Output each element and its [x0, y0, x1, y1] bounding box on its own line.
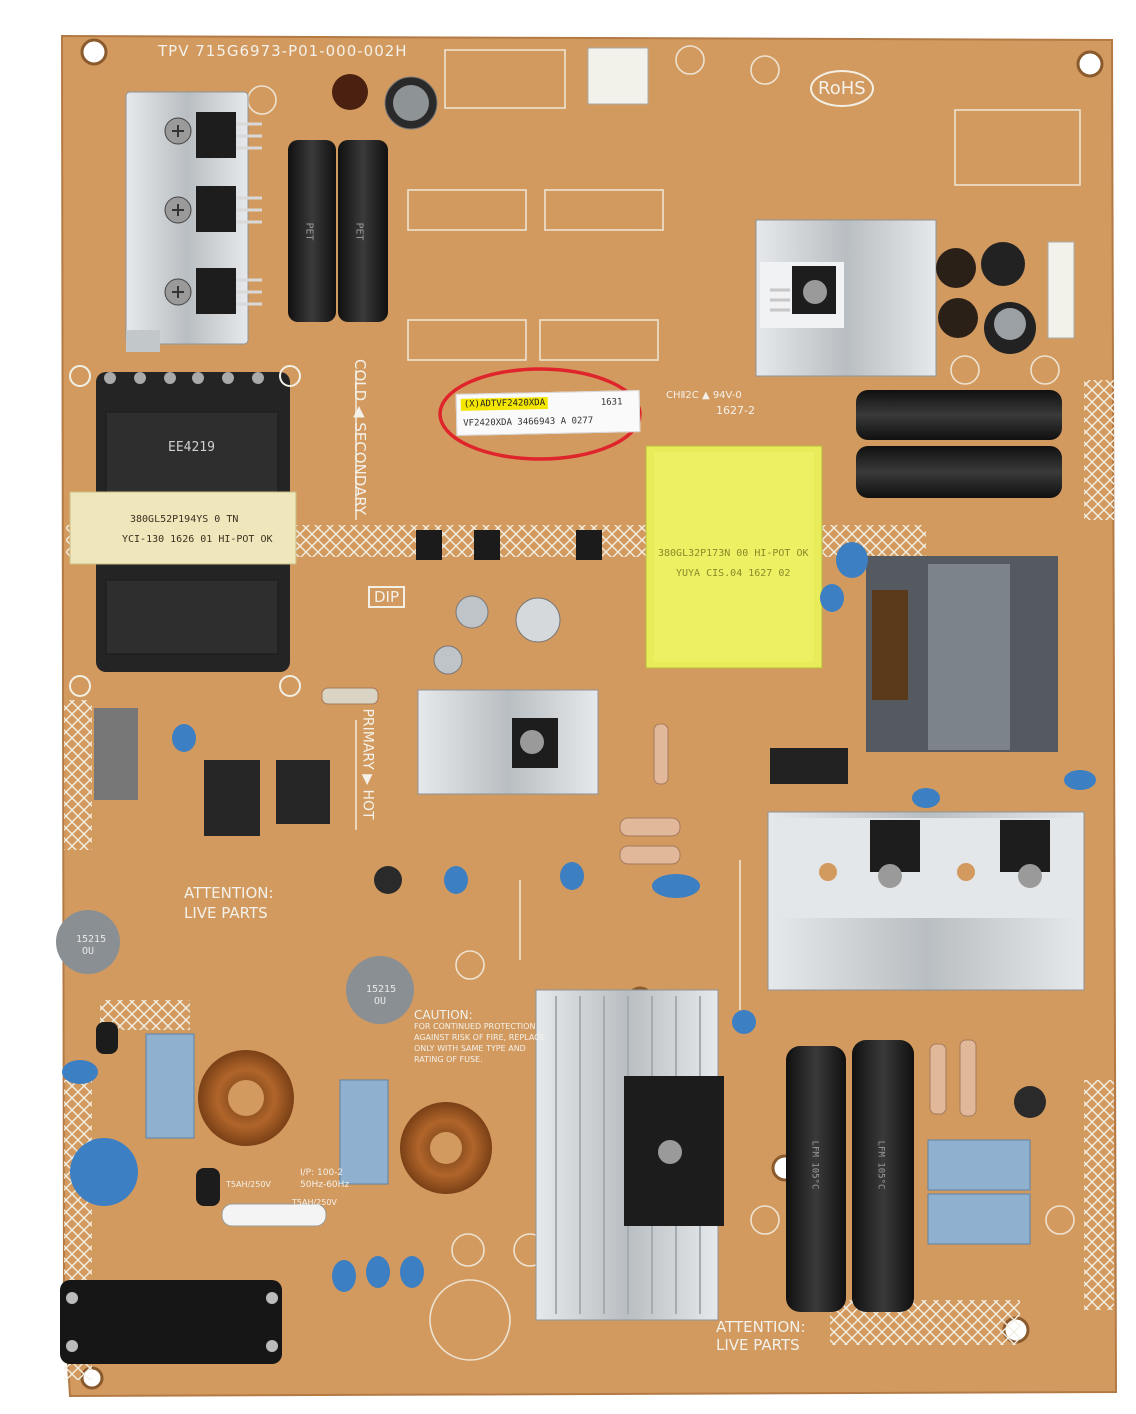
rohs-mark: RoHS — [810, 70, 874, 107]
x-capacitors — [145, 1033, 1031, 1245]
attention-top-line1: ATTENTION: — [184, 884, 274, 902]
varistor1-bottom: OU — [82, 946, 95, 957]
attention-bottom-line1: ATTENTION: — [716, 1318, 806, 1336]
input-rating-2: 50Hz-60Hz — [300, 1180, 350, 1190]
heatsink-top-left — [125, 91, 262, 352]
optocouplers — [416, 530, 602, 560]
bulk-capacitors — [786, 1040, 914, 1312]
small-caps-center — [374, 595, 1046, 1118]
primary-hot-label: PRIMARY ▶ HOT — [359, 708, 376, 820]
sticker-highlight-code: (X)ADTVF2420XDA — [460, 396, 549, 411]
caution-line-2: AGAINST RISK OF FIRE, REPLACE — [414, 1033, 545, 1042]
varistors — [56, 910, 414, 1024]
ceramic-capacitors — [62, 542, 1096, 1292]
caution-title: CAUTION: — [414, 1008, 473, 1022]
transformer-left — [69, 365, 301, 697]
fuse-rating-1: T5AH/250V — [226, 1180, 271, 1189]
electrolytic-caps-top-right — [936, 242, 1036, 354]
part-number-silk: TPV 715G6973-P01-000-002H — [158, 42, 408, 60]
inductor-small — [96, 1022, 220, 1206]
bulk-cap-marking-2: LFM 105°C — [875, 1140, 886, 1190]
cold-secondary-label: COLD ◀ SECONDARY — [350, 359, 369, 515]
transistors-left — [94, 708, 330, 836]
ul-mark: CHⅡ2C ▲ 94V-0 — [666, 390, 742, 401]
varistor1-top: 15215 — [76, 934, 107, 945]
main-transformer-line1: 380GL32P173N 00 HI-POT OK — [658, 548, 809, 559]
main-transformer-line2: YUYA CIS.04 1627 02 — [676, 568, 791, 579]
caution-line-1: FOR CONTINUED PROTECTION — [414, 1022, 536, 1031]
sticker-code: 1631 — [600, 397, 623, 408]
input-rating-1: I/P: 100-2 — [300, 1168, 344, 1178]
sticker-serial: VF2420XDA 3466943 A 0277 — [463, 416, 594, 429]
transformer-main — [645, 445, 823, 669]
transformer-right — [866, 556, 1058, 752]
attention-bottom-line2: LIVE PARTS — [716, 1336, 800, 1354]
dip-arrow-label: DIP — [368, 586, 406, 608]
common-mode-chokes — [198, 1050, 492, 1194]
heatsink-top-right — [755, 219, 937, 377]
electrolytic-caps-top — [288, 74, 438, 322]
resistors — [321, 687, 977, 1117]
connectors-top — [587, 47, 1075, 339]
caution-line-4: RATING OF FUSE. — [414, 1055, 483, 1064]
heatsink-center — [417, 689, 599, 795]
cap-marking-2: PET — [353, 222, 365, 241]
caution-line-3: ONLY WITH SAME TYPE AND — [414, 1044, 526, 1053]
fuse-rating-2: T5AH/250V — [292, 1198, 337, 1207]
left-transformer-core: EE4219 — [168, 440, 215, 455]
bridge-rectifier — [770, 748, 848, 784]
varistor2-top: 15215 — [366, 984, 397, 995]
fuse-and-ac-inlet — [60, 1203, 327, 1364]
attention-top-line2: LIVE PARTS — [184, 904, 268, 922]
date-code: 1627-2 — [716, 404, 755, 417]
left-transformer-line1: 380GL52P194YS 0 TN — [130, 514, 239, 525]
cap-marking-1: PET — [303, 222, 315, 241]
heatsink-bottom-right — [767, 811, 1085, 991]
electrolytic-caps-horizontal — [856, 390, 1062, 498]
serial-sticker: (X)ADTVF2420XDA 1631 VF2420XDA 3466943 A… — [455, 390, 641, 436]
left-transformer-line2: YCI-130 1626 01 HI-POT OK — [122, 534, 273, 545]
bulk-cap-marking-1: LFM 105°C — [809, 1140, 820, 1190]
varistor2-bottom: OU — [374, 996, 387, 1007]
heatsink-bottom-center — [535, 989, 724, 1321]
